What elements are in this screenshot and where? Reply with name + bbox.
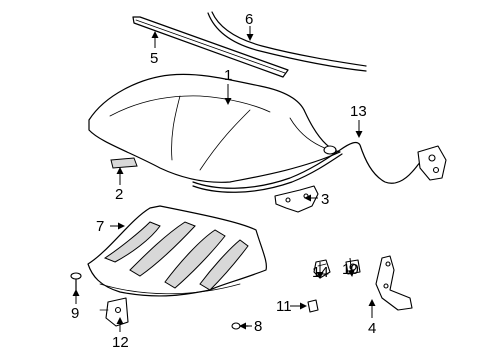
callout-14: 14 [312,264,329,281]
hood-pad [110,157,138,169]
hood-hinge [274,185,319,213]
callout-6: 6 [245,11,253,28]
hood-bolt [70,272,82,291]
callout-4: 4 [368,320,376,337]
callout-10: 10 [342,261,359,278]
hood-latch [99,297,129,327]
callout-11: 11 [276,298,292,315]
callout-9: 9 [71,305,79,322]
leader-10 [347,257,355,277]
callout-13: 13 [350,103,367,120]
callout-1: 1 [224,67,232,84]
hood-seal-front [132,16,289,78]
hood-support-bracket [375,255,413,311]
hood-seal-rear [207,11,367,72]
callout-7: 7 [96,218,104,235]
callout-3: 3 [321,191,329,208]
release-cable [192,141,447,193]
callout-12: 12 [112,334,129,351]
retainer-clip [307,299,319,313]
callout-2: 2 [115,186,123,203]
hood-insulator [87,205,267,297]
callout-8: 8 [254,318,262,335]
callout-5: 5 [150,50,158,67]
